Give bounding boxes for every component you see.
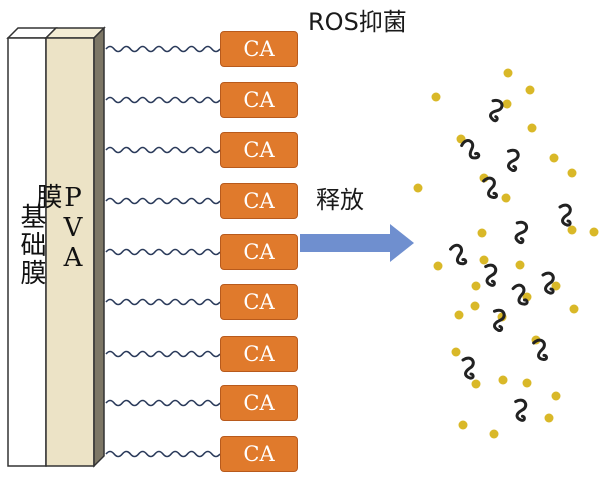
ca-box: CA [220, 234, 298, 270]
ros-dot [503, 68, 513, 78]
pva-film [44, 26, 106, 468]
ros-dot [413, 183, 423, 193]
bacteria-icon [460, 139, 481, 160]
bacteria-icon [514, 398, 528, 422]
ros-dot [479, 255, 489, 265]
ros-dot [502, 99, 512, 109]
ca-box: CA [220, 183, 298, 219]
ros-dot [544, 413, 554, 423]
ca-box: CA [220, 82, 298, 118]
ros-dot [477, 228, 487, 238]
ros-dot [431, 92, 441, 102]
ros-dot [489, 429, 499, 439]
ros-dot [522, 378, 532, 388]
arrow-right-icon [300, 224, 414, 262]
ros-dot [515, 260, 525, 270]
bacteria-icon [506, 148, 520, 173]
ros-dot [501, 193, 511, 203]
bacteria-icon [558, 203, 572, 227]
ros-dot [551, 281, 561, 291]
bacteria-group [449, 98, 572, 422]
bacteria-icon [449, 243, 468, 266]
ros-dot [471, 379, 481, 389]
ca-box: CA [220, 436, 298, 472]
chain-link-icon [105, 96, 221, 104]
chain-link-icon [105, 298, 221, 306]
chain-link-icon [105, 399, 221, 407]
bacteria-icon [541, 271, 555, 295]
ros-dot [471, 281, 481, 291]
ros-title: ROS抑菌 [308, 8, 407, 36]
ros-dot [433, 261, 443, 271]
ros-dots [413, 68, 599, 439]
ros-dot [527, 123, 537, 133]
ros-dot [567, 168, 577, 178]
chain-link-icon [105, 146, 221, 154]
ros-dot [498, 375, 508, 385]
chain-link-icon [105, 248, 221, 256]
bacteria-icon [482, 176, 498, 200]
bacteria-icon [461, 356, 475, 380]
ros-dot [567, 225, 577, 235]
bacteria-icon [511, 283, 529, 306]
chain-links [105, 45, 221, 458]
bacteria-icon [514, 220, 529, 245]
ca-box: CA [220, 132, 298, 168]
ros-dot [569, 304, 579, 314]
bacteria-icon [489, 98, 504, 123]
bacteria-icon [492, 308, 506, 333]
ros-dot [525, 85, 535, 95]
ca-box: CA [220, 336, 298, 372]
chain-link-icon [105, 450, 221, 458]
pva-film-label: PVA膜 [32, 183, 88, 273]
chain-link-icon [105, 197, 221, 205]
ros-dot [551, 391, 561, 401]
bacteria-icon [532, 338, 548, 362]
chain-link-icon [105, 45, 221, 53]
ca-box: CA [220, 284, 298, 320]
ros-dot [549, 153, 559, 163]
ros-dot [470, 301, 480, 311]
chain-link-icon [105, 350, 221, 358]
ros-dot [454, 310, 464, 320]
ca-box: CA [220, 385, 298, 421]
base-film-label: 基础膜 [16, 203, 46, 287]
bacteria-icon [484, 263, 498, 287]
ros-dot [451, 347, 461, 357]
ros-dot [589, 227, 599, 237]
release-label: 释放 [316, 186, 364, 214]
ros-dot [458, 420, 468, 430]
ca-box: CA [220, 31, 298, 67]
